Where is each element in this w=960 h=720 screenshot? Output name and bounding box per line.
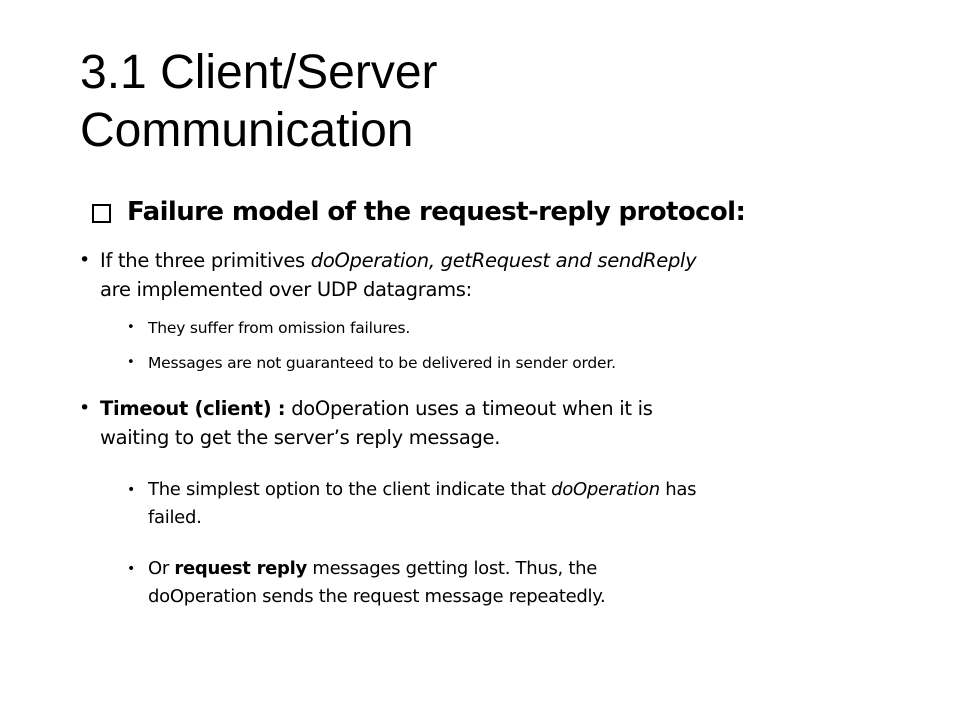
- text-run: If the three primitives: [100, 249, 311, 272]
- bullet-line: Timeout (client) : doOperation uses a ti…: [100, 394, 653, 423]
- checkbox-square-icon: [92, 203, 111, 223]
- section-heading: Failure model of the request-reply proto…: [92, 192, 746, 232]
- sub-bullet-text: Or request reply messages getting lost. …: [148, 555, 606, 611]
- bullet-text: If the three primitives doOperation, get…: [100, 246, 697, 304]
- slide-title-line-2: Communication: [80, 104, 414, 157]
- bullet-text: Timeout (client) : doOperation uses a ti…: [100, 394, 653, 452]
- text-run: messages getting lost. Thus, the: [306, 558, 598, 579]
- text-run: Or: [148, 558, 175, 579]
- italic-primitives: doOperation, getRequest and sendReply: [310, 249, 697, 272]
- bullet-line: The simplest option to the client indica…: [148, 476, 696, 504]
- bullet-line: are implemented over UDP datagrams:: [100, 278, 472, 301]
- sub-bullet-text: The simplest option to the client indica…: [148, 476, 696, 532]
- text-run: The simplest option to the client indica…: [148, 479, 552, 500]
- bullet-dot: •: [127, 482, 135, 498]
- bold-request-reply: request reply: [174, 558, 307, 579]
- bold-timeout-label: Timeout (client) :: [100, 397, 286, 420]
- sub-bullet-text: Messages are not guaranteed to be delive…: [148, 354, 616, 372]
- bullet-line: failed.: [148, 507, 202, 528]
- slide-title: 3.1 Client/Server Communication: [80, 44, 900, 160]
- bullet-dot: •: [79, 397, 90, 419]
- section-heading-text: Failure model of the request-reply proto…: [127, 197, 746, 227]
- sub-bullet-text: They suffer from omission failures.: [148, 319, 411, 337]
- bullet-dot: •: [127, 355, 135, 370]
- text-run: has: [659, 479, 697, 500]
- bullet-line: doOperation sends the request message re…: [148, 586, 606, 607]
- bullet-dot: •: [127, 561, 135, 577]
- bullet-line: Or request reply messages getting lost. …: [148, 555, 605, 583]
- bullet-line: waiting to get the server’s reply messag…: [100, 426, 501, 449]
- bullet-dot: •: [79, 249, 90, 271]
- bullet-dot: •: [127, 320, 135, 335]
- slide-title-line-1: 3.1 Client/Server: [80, 46, 438, 99]
- text-run: doOperation uses a timeout when it is: [285, 397, 653, 420]
- italic-dooperation: doOperation: [551, 479, 660, 500]
- bullet-line: If the three primitives doOperation, get…: [100, 246, 697, 275]
